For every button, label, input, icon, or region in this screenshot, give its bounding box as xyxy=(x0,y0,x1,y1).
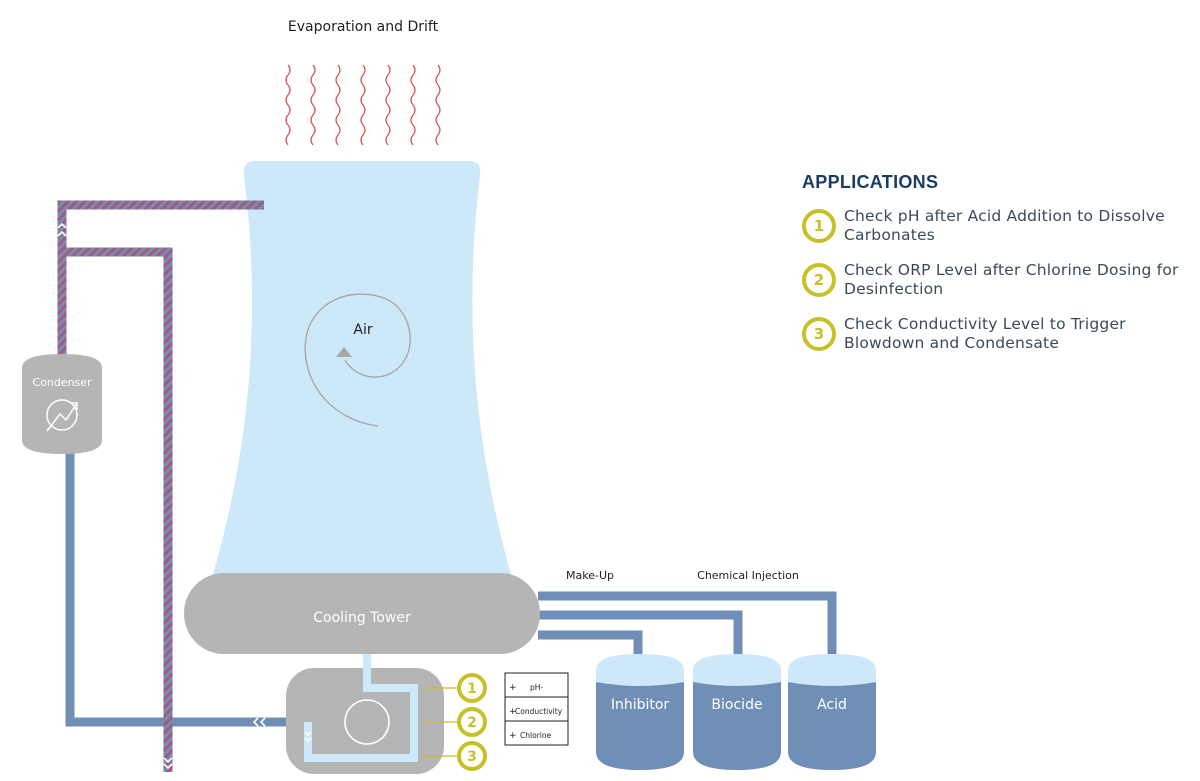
controller-row-3-sign: + xyxy=(509,731,517,741)
controller-box: + pH- + Conductivity + Chlorine xyxy=(504,672,569,746)
cold-water-pipes xyxy=(65,452,837,727)
checkpoint-1-number: 1 xyxy=(467,681,477,697)
evaporation-label: Evaporation and Drift xyxy=(288,19,439,35)
application-3-badge: 3 xyxy=(802,317,836,351)
controller-row-2-label: Conductivity xyxy=(515,707,563,716)
checkpoint-3-number: 3 xyxy=(467,749,477,765)
chemical-injection-label: Chemical Injection xyxy=(697,569,799,582)
condenser-label: Condenser xyxy=(32,376,92,389)
tank-inhibitor: Inhibitor xyxy=(596,654,684,770)
cooling-tower-label: Cooling Tower xyxy=(313,610,411,626)
application-item-3: 3 Check Conductivity Level to Trigger Bl… xyxy=(802,315,1192,353)
checkpoint-3: 3 xyxy=(457,741,487,771)
controller-row-3-label: Chlorine xyxy=(520,731,552,740)
checkpoint-2-number: 2 xyxy=(467,715,477,731)
condenser: Condenser xyxy=(22,354,102,454)
checkpoint-2: 2 xyxy=(457,707,487,737)
application-item-1: 1 Check pH after Acid Addition to Dissol… xyxy=(802,207,1192,245)
tank-acid: Acid xyxy=(788,654,876,770)
pump-icon xyxy=(344,699,390,745)
heat-exchange-icon xyxy=(46,399,78,432)
application-1-badge: 1 xyxy=(802,209,836,243)
sensor-loop xyxy=(304,654,418,762)
applications-panel: APPLICATIONS 1 Check pH after Acid Addit… xyxy=(802,172,1192,369)
tank-acid-label: Acid xyxy=(817,697,847,713)
tower-shell xyxy=(212,161,512,578)
tank-inhibitor-label: Inhibitor xyxy=(611,697,670,713)
application-2-text: Check ORP Level after Chlorine Dosing fo… xyxy=(844,261,1179,298)
applications-title: APPLICATIONS xyxy=(802,172,939,192)
checkpoint-connectors xyxy=(424,687,457,757)
flow-chevrons xyxy=(57,222,266,770)
cooling-tower-basin xyxy=(184,573,540,654)
hot-water-pipes xyxy=(57,200,264,772)
application-2-badge: 2 xyxy=(802,263,836,297)
application-item-2: 2 Check ORP Level after Chlorine Dosing … xyxy=(802,261,1192,299)
sensor-loop-chevrons xyxy=(304,731,312,742)
controller-row-2-sign: + xyxy=(509,707,517,717)
air-label: Air xyxy=(353,322,372,338)
checkpoint-1: 1 xyxy=(457,673,487,703)
controller-row-1-sign: + xyxy=(509,683,517,693)
application-3-text: Check Conductivity Level to Trigger Blow… xyxy=(844,315,1126,352)
tank-biocide: Biocide xyxy=(693,654,781,770)
evaporation-waves xyxy=(285,64,441,146)
tank-biocide-label: Biocide xyxy=(711,697,762,713)
application-1-text: Check pH after Acid Addition to Dissolve… xyxy=(844,207,1165,244)
air-swirl-icon xyxy=(304,293,411,427)
make-up-label: Make-Up xyxy=(566,569,614,582)
controller-row-1-label: pH- xyxy=(530,683,543,692)
